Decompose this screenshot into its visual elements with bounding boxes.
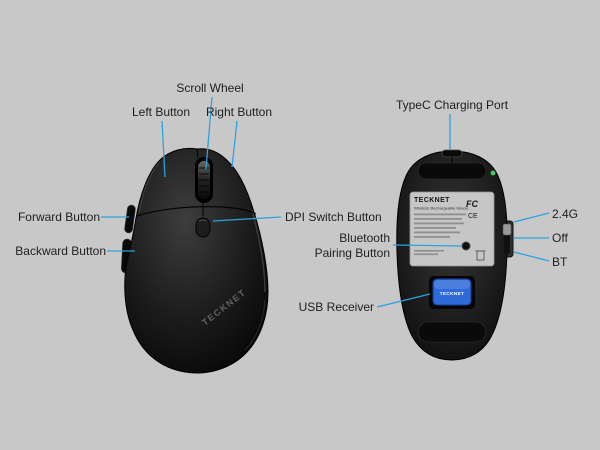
bottom-foot (417, 321, 487, 343)
callout-line-right-button (231, 120, 238, 168)
sticker-brand: TECKNET (414, 197, 450, 204)
dpi-button (195, 217, 211, 238)
led-indicator (490, 170, 496, 176)
mode-24g-label: 2.4G (552, 207, 579, 221)
dpi-switch-button-label: DPI Switch Button (285, 210, 382, 224)
bluetooth-pairing-button-label: Bluetooth Pairing Button (300, 231, 390, 261)
callout-line-scroll-wheel (205, 96, 213, 170)
usb-receiver (432, 278, 472, 306)
callout-line-usb-receiver (376, 293, 431, 308)
right-edge-highlight (251, 209, 266, 293)
bottom-view-mouse: TECKNET Wireless Rechargeable Mouse FC C… (396, 149, 514, 361)
callout-line-bluetooth-pairing (392, 244, 462, 247)
usb-receiver-label-callout: USB Receiver (298, 300, 374, 314)
mode-bt-label: BT (552, 255, 568, 269)
callout-line-mode-24g (513, 212, 550, 223)
typec-charging-port-label: TypeC Charging Port (395, 98, 509, 112)
bluetooth-pairing-label-line2: Pairing Button (314, 246, 390, 260)
mode-off-label: Off (552, 231, 568, 245)
info-sticker (409, 191, 495, 267)
bluetooth-pairing-label-line1: Bluetooth (339, 231, 390, 245)
button-seam (136, 206, 257, 217)
right-button-label: Right Button (205, 105, 273, 119)
backward-button-label: Backward Button (15, 244, 106, 258)
scroll-wheel-label: Scroll Wheel (176, 81, 244, 95)
callout-line-left-button (161, 120, 166, 178)
left-button-label: Left Button (131, 105, 191, 119)
left-edge-highlight (138, 161, 161, 213)
usb-receiver-gloss (434, 280, 470, 289)
usb-receiver-label: TECKNET (440, 291, 465, 296)
sticker-fineprint-lines (414, 213, 466, 256)
fcc-mark-icon: FC (466, 199, 478, 209)
callout-lines (101, 96, 550, 308)
sticker-title: Wireless Rechargeable Mouse (414, 206, 469, 211)
forward-button-label: Forward Button (17, 210, 100, 224)
mode-switch-knob (502, 223, 512, 236)
top-mouse-body (124, 147, 269, 374)
top-view-mouse: TECKNET (121, 147, 269, 374)
typec-port (441, 149, 463, 158)
top-foot (417, 162, 487, 180)
dpi-button-highlight (198, 219, 208, 222)
bluetooth-pairing-button (461, 241, 471, 251)
ce-mark-icon: CE (468, 213, 478, 220)
callout-line-dpi-button (212, 216, 282, 222)
top-notch-seam (196, 148, 199, 159)
scroll-wheel-texture (199, 167, 209, 193)
forward-side-button (124, 204, 136, 234)
bottom-edge-highlight (244, 299, 266, 351)
callout-line-mode-bt (513, 251, 550, 262)
